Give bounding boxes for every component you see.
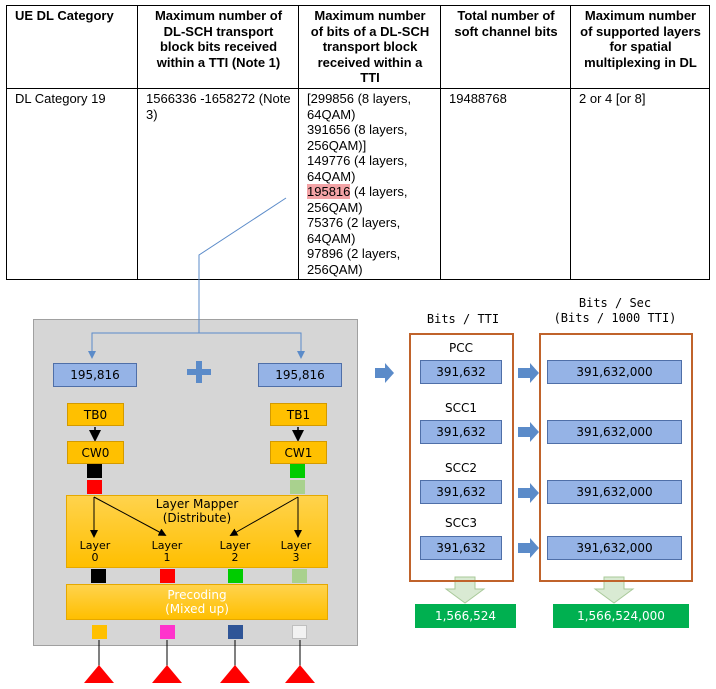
carrier-name-scc2: SCC2 bbox=[444, 461, 477, 475]
layer-2-symbol bbox=[228, 569, 243, 583]
right-arrow-icon bbox=[375, 363, 394, 383]
layer-0-symbol bbox=[91, 569, 106, 583]
total-bits-sec: 1,566,524,000 bbox=[553, 604, 689, 628]
cell-max-layers: 2 or 4 [or 8] bbox=[570, 88, 710, 280]
layer-mapper-block bbox=[66, 495, 328, 568]
total-bits-tti: 1,566,524 bbox=[415, 604, 516, 628]
down-arrow-icon bbox=[444, 576, 486, 604]
right-arrow-icon bbox=[518, 422, 539, 442]
scc2-bits-tti: 391,632 bbox=[420, 480, 502, 504]
table-row: DL Category 19 1566336 -1658272 (Note 3)… bbox=[6, 88, 710, 280]
scc1-bits-sec: 391,632,000 bbox=[547, 420, 682, 444]
antenna-icon bbox=[84, 665, 114, 683]
precoding-title: Precoding (Mixed up) bbox=[165, 588, 229, 616]
scc1-bits-tti: 391,632 bbox=[420, 420, 502, 444]
tb-bits-line: 149776 (4 layers, 64QAM) bbox=[307, 153, 408, 184]
cell-soft-bits: 19488768 bbox=[440, 88, 571, 280]
tb-bits-line: [299856 (8 layers, 64QAM) bbox=[307, 91, 412, 122]
scc3-bits-sec: 391,632,000 bbox=[547, 536, 682, 560]
precoded-symbol bbox=[92, 625, 107, 639]
antenna-icon bbox=[220, 665, 250, 683]
header-max-tb-bits-tti: Maximum number of DL-SCH transport block… bbox=[137, 5, 299, 89]
tb1-block: TB1 bbox=[270, 403, 327, 426]
bits-sec-container bbox=[539, 333, 693, 582]
precoding-block bbox=[66, 584, 328, 620]
tb-bits-line: (4 layers, 256QAM) bbox=[307, 184, 408, 215]
cw1-symbol bbox=[290, 464, 305, 478]
cell-max-tb-bits-tti: 1566336 -1658272 (Note 3) bbox=[137, 88, 299, 280]
tb-bits-line: 75376 (2 layers, 64QAM) bbox=[307, 215, 401, 246]
right-arrow-icon bbox=[518, 483, 539, 503]
tb0-size-box: 195,816 bbox=[53, 363, 137, 387]
cell-tb-bits: [299856 (8 layers, 64QAM) 391656 (8 laye… bbox=[298, 88, 441, 280]
scc3-bits-tti: 391,632 bbox=[420, 536, 502, 560]
down-arrow-icon bbox=[593, 576, 635, 604]
plus-icon bbox=[187, 361, 211, 385]
antenna-icon bbox=[285, 665, 315, 683]
cw0-symbol bbox=[87, 464, 102, 478]
bits-tti-container bbox=[409, 333, 514, 582]
cw0-symbol bbox=[87, 480, 102, 494]
scc2-bits-sec: 391,632,000 bbox=[547, 480, 682, 504]
cw1-symbol bbox=[290, 480, 305, 494]
precoded-symbol bbox=[160, 625, 175, 639]
bits-tti-header: Bits / TTI bbox=[426, 312, 500, 326]
pcc-bits-sec: 391,632,000 bbox=[547, 360, 682, 384]
carrier-name-pcc: PCC bbox=[449, 341, 473, 355]
precoded-symbol bbox=[292, 625, 307, 639]
cell-category: DL Category 19 bbox=[6, 88, 138, 280]
cw0-block: CW0 bbox=[67, 441, 124, 464]
carrier-name-scc1: SCC1 bbox=[444, 401, 477, 415]
cw1-block: CW1 bbox=[270, 441, 327, 464]
antenna-icon bbox=[152, 665, 182, 683]
header-max-layers: Maximum number of supported layers for s… bbox=[570, 5, 710, 89]
layer-1-symbol bbox=[160, 569, 175, 583]
right-arrow-icon bbox=[518, 538, 539, 558]
header-category: UE DL Category bbox=[6, 5, 138, 89]
tb-bits-line: 97896 (2 layers, 256QAM) bbox=[307, 246, 401, 277]
carrier-name-scc3: SCC3 bbox=[444, 516, 477, 530]
bits-sec-header: Bits / Sec (Bits / 1000 TTI) bbox=[553, 296, 677, 325]
pcc-bits-tti: 391,632 bbox=[420, 360, 502, 384]
tb0-block: TB0 bbox=[67, 403, 124, 426]
precoded-symbol bbox=[228, 625, 243, 639]
table-header-row: UE DL Category Maximum number of DL-SCH … bbox=[6, 5, 710, 89]
tb1-size-box: 195,816 bbox=[258, 363, 342, 387]
tb-bits-line: 391656 (8 layers, 256QAM)] bbox=[307, 122, 408, 153]
ue-category-table: UE DL Category Maximum number of DL-SCH … bbox=[6, 5, 710, 280]
layer-3-symbol bbox=[292, 569, 307, 583]
highlighted-value: 195816 bbox=[307, 184, 351, 199]
right-arrow-icon bbox=[518, 363, 539, 383]
layer-mapper-title: Layer Mapper (Distribute) bbox=[155, 497, 239, 525]
